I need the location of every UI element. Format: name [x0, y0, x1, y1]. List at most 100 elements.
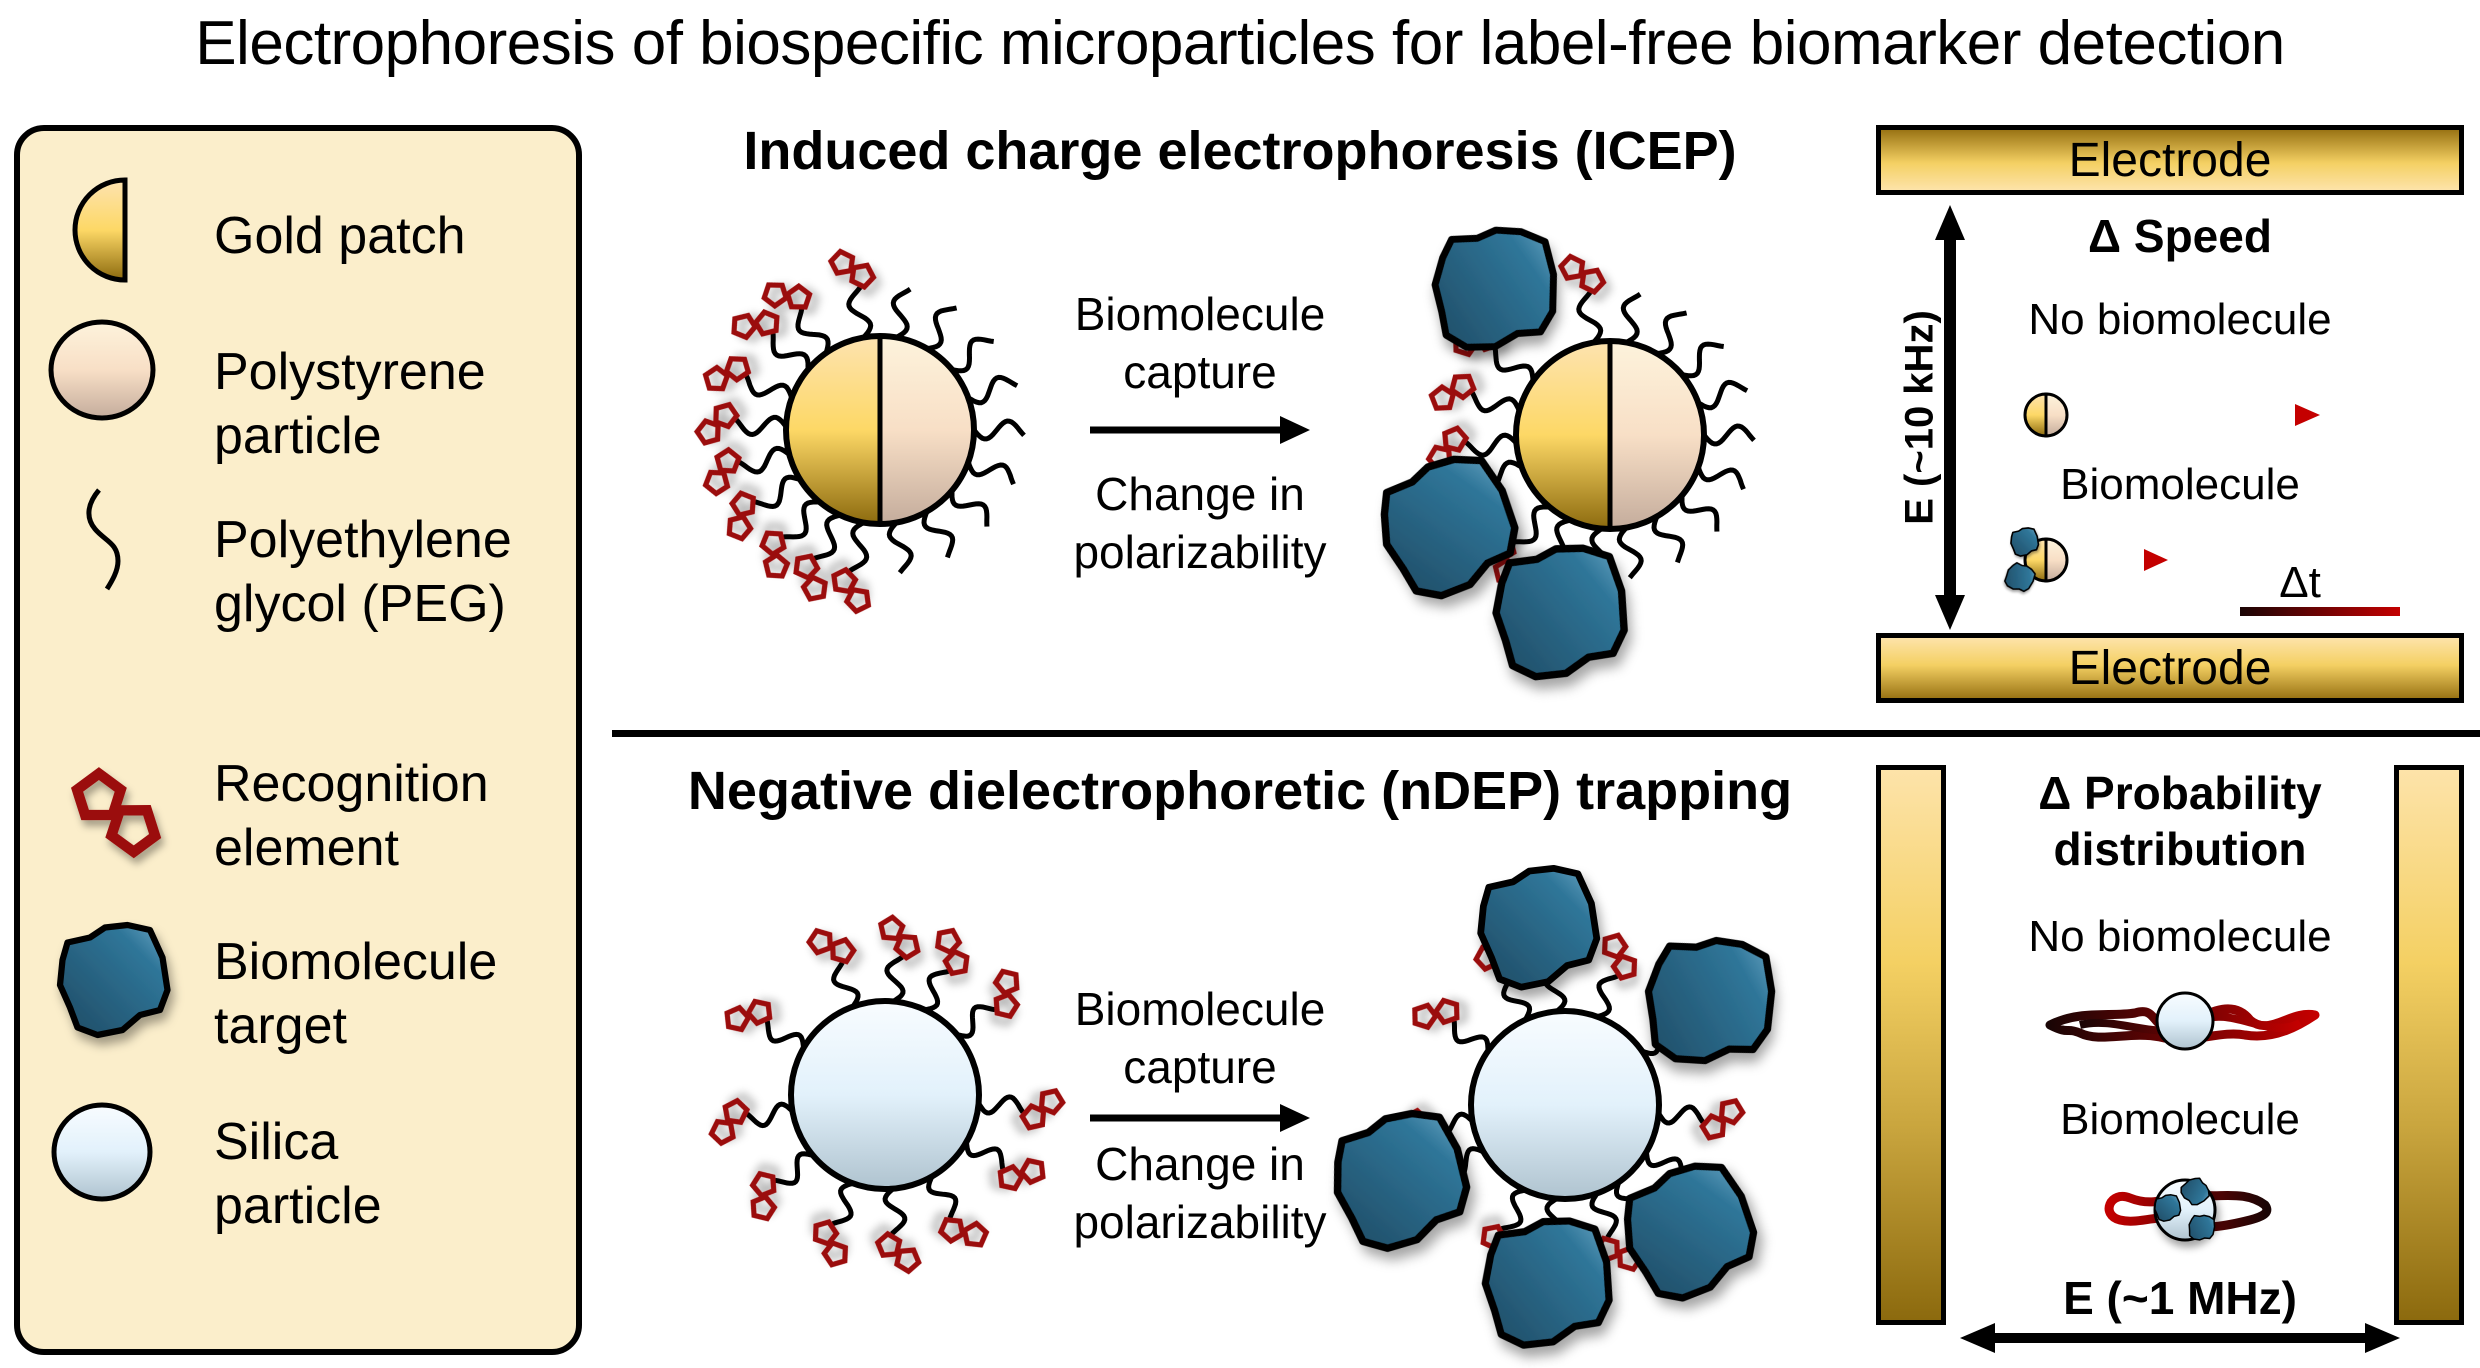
- delta-t-scale-bar: [2240, 607, 2400, 616]
- peg-chain: [965, 461, 1016, 486]
- icep-capture-arrow-icon: [1090, 416, 1310, 444]
- peg-chain: [764, 1020, 807, 1049]
- peg-chain-icon: [86, 488, 121, 591]
- peg-chain: [738, 445, 791, 475]
- ndep-field-label: E (~1 MHz): [2063, 1272, 2297, 1324]
- peg-chain: [963, 1141, 1006, 1170]
- peg-chain: [1695, 466, 1746, 491]
- legend-label-gold-patch: Gold patch: [214, 207, 466, 265]
- silica-particle-before-capture: [680, 880, 1100, 1320]
- peg-chain: [884, 954, 906, 1004]
- bottom-electrode: Electrode: [1876, 633, 2464, 703]
- peg-chain: [1656, 1104, 1706, 1126]
- icep-case-no-biomolecule: No biomolecule: [2028, 295, 2332, 344]
- peg-chain: [1492, 347, 1536, 382]
- peg-chain: [848, 520, 870, 573]
- peg-chain: [1470, 391, 1522, 414]
- top-electrode: Electrode: [1876, 125, 2464, 195]
- recognition-element-icon: [70, 770, 160, 860]
- peg-chain: [1656, 310, 1688, 357]
- peg-chain: [754, 474, 802, 510]
- peg-chain: [1702, 423, 1756, 447]
- delta-speed-heading: Δ Speed: [2088, 210, 2272, 262]
- peg-chain: [921, 510, 956, 559]
- peg-chain: [1500, 1187, 1526, 1232]
- biomolecule-target-icon: [55, 925, 175, 1035]
- recognition-element: [702, 344, 756, 399]
- right-electrode: [2394, 765, 2464, 1325]
- peg-chain: [926, 1175, 959, 1219]
- vertical-field-arrow-icon: [1935, 205, 1965, 630]
- ndep-case-biomolecule: Biomolecule: [2060, 1095, 2300, 1144]
- peg-chain: [831, 961, 861, 1009]
- peg-chain: [967, 374, 1019, 406]
- fast-particle-trajectory: [2023, 392, 2320, 438]
- peg-chain: [926, 305, 958, 352]
- silica-particle-after-capture: [1330, 860, 1790, 1340]
- bound-biomolecule: [1480, 1214, 1615, 1352]
- silica-particle-icon: [51, 1102, 153, 1202]
- peg-chain: [745, 1101, 795, 1129]
- peg-chain: [1616, 525, 1644, 580]
- silica-core: [788, 998, 982, 1192]
- silica-core: [1468, 1008, 1662, 1202]
- horizontal-field-arrow-icon: [1960, 1323, 2400, 1353]
- janus-particle-after-capture: [1340, 230, 1756, 700]
- gold-hemisphere: [1516, 341, 1610, 529]
- bound-biomolecule: [1618, 1158, 1763, 1305]
- trapped-particle-distribution: [2104, 1174, 2272, 1246]
- ndep-section-title: Negative dielectrophoretic (nDEP) trappi…: [687, 761, 1793, 821]
- recognition-element: [878, 916, 925, 961]
- figure-title: Electrophoresis of biospecific micropart…: [195, 9, 2285, 78]
- peg-chain: [976, 1094, 1026, 1116]
- peg-chain: [846, 285, 874, 340]
- polystyrene-hemisphere: [880, 336, 974, 524]
- bound-biomolecule: [1331, 1109, 1471, 1252]
- free-particle-distribution: [2045, 991, 2320, 1051]
- peg-chain: [1464, 432, 1519, 458]
- peg-chain: [890, 287, 912, 340]
- peg-chain: [972, 418, 1026, 442]
- peg-chain: [951, 336, 995, 374]
- polystyrene-hemisphere: [1610, 341, 1704, 529]
- peg-chain: [744, 374, 795, 399]
- section-divider: [612, 730, 2480, 737]
- recognition-element: [801, 1215, 856, 1269]
- recognition-element: [1594, 932, 1649, 986]
- recognition-element: [1560, 251, 1610, 299]
- gold-patch-icon: [72, 177, 128, 283]
- recognition-element: [733, 1164, 793, 1224]
- icep-field-label: E (~10 kHz): [1897, 310, 1942, 525]
- peg-chain: [949, 490, 990, 527]
- icep-section-title: Induced charge electrophoresis (ICEP): [743, 121, 1737, 181]
- peg-chain: [783, 499, 820, 540]
- recognition-element: [697, 443, 748, 496]
- janus-particle-before-capture: [680, 230, 1026, 650]
- bound-biomolecule: [1491, 541, 1631, 684]
- recognition-element: [706, 1094, 754, 1144]
- recognition-element: [1699, 1098, 1744, 1145]
- icep-case-biomolecule: Biomolecule: [2060, 460, 2300, 509]
- recognition-element: [977, 966, 1037, 1026]
- peg-chain: [1651, 515, 1686, 564]
- peg-chain: [734, 414, 789, 438]
- delta-t-label: Δt: [2279, 558, 2321, 607]
- bound-biomolecule: [1633, 924, 1786, 1080]
- peg-chain: [886, 520, 914, 575]
- peg-chain: [1681, 341, 1725, 379]
- recognition-element: [1429, 364, 1480, 417]
- ndep-capture-arrow-icon: [1090, 1104, 1310, 1132]
- recognition-element: [830, 246, 880, 294]
- peg-chain: [882, 1186, 908, 1236]
- peg-chain: [1513, 504, 1550, 545]
- ndep-case-no-biomolecule: No biomolecule: [2028, 912, 2332, 961]
